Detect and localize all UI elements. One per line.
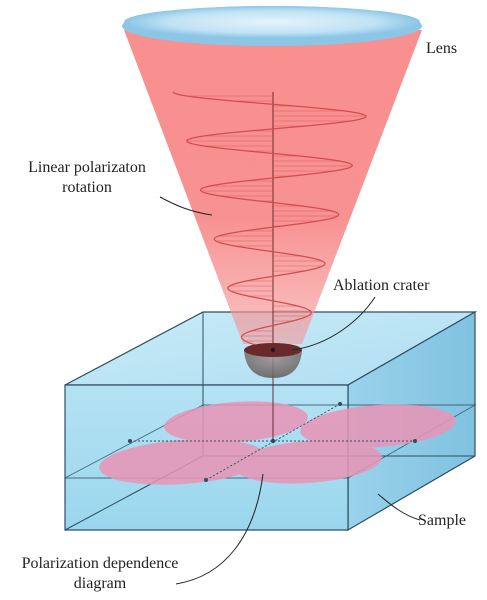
diagram-label-line2: diagram (73, 575, 127, 592)
rotation-label: Linear polarizaton rotation (12, 158, 162, 198)
polarization-lobe (234, 440, 382, 484)
polarization-lobe (300, 404, 456, 448)
leader-lines (159, 196, 421, 585)
crater-center (270, 347, 276, 353)
axis-dots (128, 402, 417, 482)
polarization-lobe (99, 439, 267, 485)
diagram-label: Polarization dependence diagram (0, 554, 200, 594)
polarization-lobe (164, 401, 308, 443)
ablation-crater (244, 343, 302, 378)
polarization-wave (172, 91, 367, 351)
polarization-dependence-diagram (99, 401, 456, 485)
diagram-label-line1: Polarization dependence (21, 555, 179, 572)
diagram-leader (175, 473, 264, 585)
rotation-leader (159, 196, 213, 216)
crater-bowl (244, 350, 302, 378)
lens (122, 6, 422, 46)
rotation-label-line1: Linear polarizaton (28, 159, 146, 176)
lens-face (124, 6, 420, 38)
sample-label: Sample (418, 512, 466, 529)
rotation-label-line2: rotation (62, 179, 112, 196)
sample-leader (377, 493, 421, 521)
crater-leader (291, 296, 376, 351)
crater-label: Ablation crater (333, 277, 430, 294)
lens-label: Lens (426, 40, 458, 57)
